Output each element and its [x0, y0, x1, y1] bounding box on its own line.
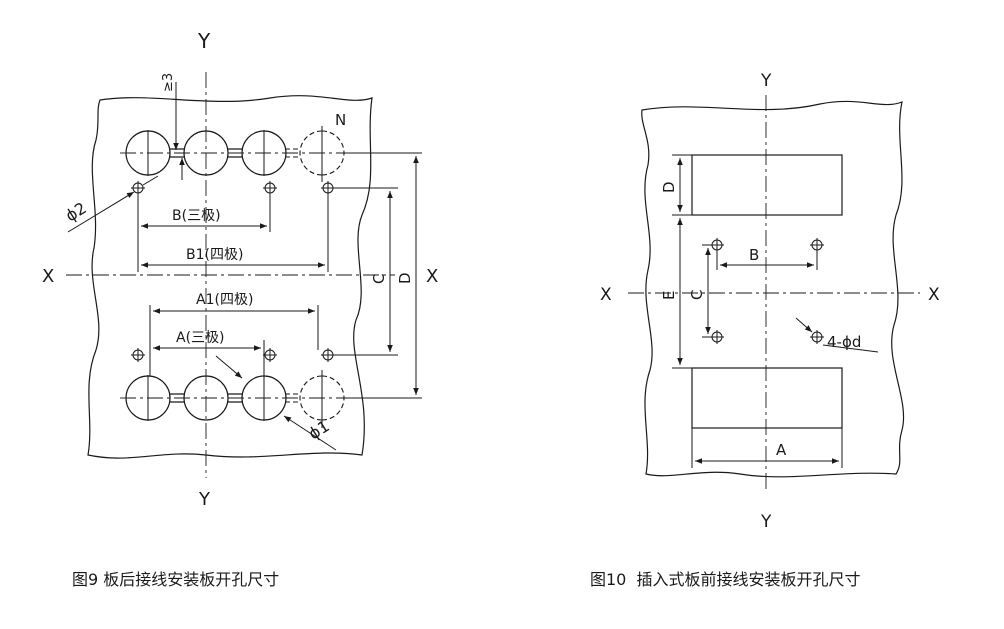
fig9-b1-label: B1(四极)	[186, 247, 243, 263]
fig10-c-label: C	[688, 290, 706, 300]
fig9-x-left-label: X	[42, 266, 54, 287]
fig10-x-right-label: X	[928, 285, 940, 305]
bottom-rect-cutout	[691, 367, 843, 429]
fig9-x-right-label: X	[426, 266, 438, 287]
fig9-phi1-label: ϕ1	[305, 416, 333, 443]
fig9-d-label: D	[396, 272, 414, 284]
figure-9: Y Y X X ≥3 N ϕ2 B(三极) B1(四极) A1(四极) A(三极…	[42, 29, 438, 510]
fig9-y-top-label: Y	[197, 29, 211, 53]
fig10-e-label: E	[660, 291, 678, 300]
panel-outline-10	[641, 100, 905, 478]
panel-outline	[87, 95, 373, 459]
fig9-c-label: C	[370, 274, 388, 284]
fig10-hole-label: 4-ϕd	[827, 333, 861, 351]
fig9-a-label: A(三极)	[176, 330, 225, 346]
fig10-y-bottom-label: Y	[760, 512, 772, 532]
fig9-a1-label: A1(四极)	[196, 292, 253, 308]
figure-10: Y Y X X D E C B 4-ϕd A	[600, 71, 940, 532]
bottom-terminal-holes	[125, 370, 345, 428]
top-terminal-holes	[125, 126, 345, 182]
fig10-a-label: A	[776, 441, 787, 459]
top-rect-cutout	[691, 154, 843, 216]
fig10-d-label: D	[660, 181, 678, 193]
fig9-y-bottom-label: Y	[198, 489, 211, 510]
fig9-n-label: N	[335, 111, 346, 129]
fig10-caption: 图10 插入式板前接线安装板开孔尺寸	[590, 570, 861, 589]
fig10-x-left-label: X	[600, 285, 612, 305]
fig9-ge3-label: ≥3	[161, 73, 176, 92]
fig9-b-label: B(三极)	[172, 208, 221, 224]
fig9-caption: 图9 板后接线安装板开孔尺寸	[72, 570, 280, 589]
fig10-b-label: B	[749, 246, 759, 264]
fig10-y-top-label: Y	[760, 71, 772, 91]
